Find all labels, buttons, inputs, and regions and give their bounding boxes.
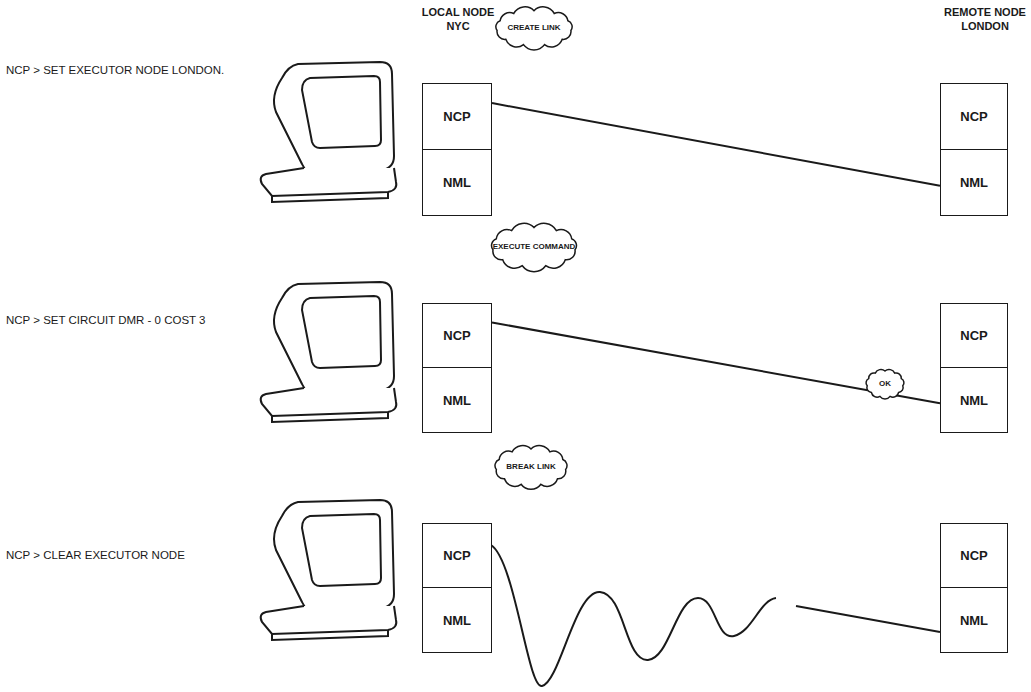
command-line: NCP > SET EXECUTOR NODE LONDON. [6, 63, 224, 77]
broken-link-wave [491, 545, 776, 686]
link-line [492, 103, 940, 186]
command-line: NCP > SET CIRCUIT DMR - 0 COST 3 [6, 313, 205, 327]
box-label: NML [960, 393, 988, 408]
box-label: NCP [960, 328, 987, 343]
command-line: NCP > CLEAR EXECUTOR NODE [6, 548, 185, 562]
terminal-icon [261, 500, 397, 640]
box-label: NCP [443, 328, 470, 343]
box-label: NCP [443, 109, 470, 124]
cloud-shape [496, 7, 572, 50]
speech-cloud: BREAK LINK [489, 442, 573, 492]
box-label: NCP [443, 548, 470, 563]
box-label: NML [960, 613, 988, 628]
box-label: NML [960, 175, 988, 190]
box-label: NML [443, 175, 471, 190]
link-line [492, 323, 940, 404]
process-box: NML [940, 149, 1008, 216]
cloud-text: EXECUTE COMMAND [489, 242, 580, 251]
box-label: NCP [960, 548, 987, 563]
process-box: NCP [422, 523, 492, 588]
terminal-icon [261, 62, 397, 202]
process-box: NML [422, 367, 492, 433]
process-box: NCP [422, 83, 492, 150]
cloud-text: OK [875, 379, 895, 388]
process-box: NCP [422, 303, 492, 368]
cloud-text: CREATE LINK [503, 23, 564, 32]
speech-cloud: OK [862, 366, 908, 402]
process-box: NML [422, 587, 492, 653]
cloud-shape [495, 446, 567, 490]
node-heading: LOCAL NODE NYC [418, 6, 498, 34]
speech-cloud: EXECUTE COMMAND [485, 220, 583, 274]
process-box: NML [940, 367, 1008, 433]
cloud-text: BREAK LINK [502, 462, 559, 471]
process-box: NCP [940, 303, 1008, 368]
process-box: NML [422, 149, 492, 216]
speech-cloud: CREATE LINK [490, 4, 578, 52]
broken-link-end [796, 606, 940, 632]
node-heading: REMOTE NODE LONDON [944, 6, 1026, 34]
cloud-shape [866, 369, 904, 399]
process-box: NCP [940, 523, 1008, 588]
box-label: NML [443, 613, 471, 628]
process-box: NML [940, 587, 1008, 653]
box-label: NML [443, 393, 471, 408]
box-label: NCP [960, 109, 987, 124]
terminal-icon [261, 282, 397, 422]
process-box: NCP [940, 83, 1008, 150]
